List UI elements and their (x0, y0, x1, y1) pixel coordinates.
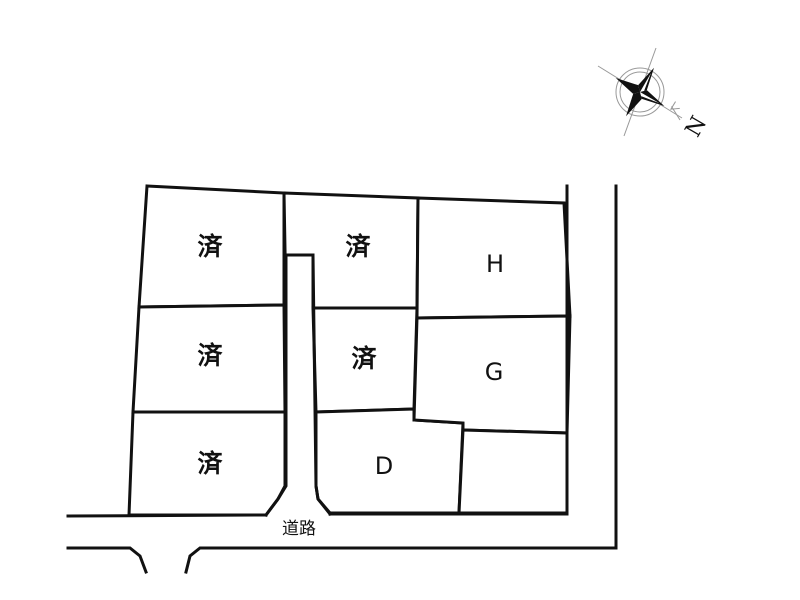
lot-label-h: H (486, 250, 504, 278)
access-road (263, 253, 333, 518)
lot-parcel-unlabeled (457, 428, 569, 515)
lot-label-2: 済 (197, 341, 223, 370)
lot-label-g: G (485, 358, 504, 386)
lot-label-4: 済 (345, 232, 371, 261)
lot-label-5: 済 (351, 344, 377, 373)
road-edge-south-2 (184, 546, 618, 574)
lot-parcels (127, 184, 572, 517)
lot-label-d: D (375, 452, 393, 480)
north-label: N (681, 112, 712, 141)
road-label: 道路 (282, 519, 316, 539)
road-edge-north-2 (328, 184, 569, 516)
road-edge-north (66, 513, 268, 518)
compass-rose-icon (597, 47, 683, 137)
road-edge-south (66, 546, 148, 574)
road-lines (66, 184, 618, 574)
lot-label-1: 済 (197, 232, 223, 261)
lot-label-3: 済 (197, 449, 223, 478)
lot-labels: 済 済 済 済 済 D G H (197, 232, 504, 480)
